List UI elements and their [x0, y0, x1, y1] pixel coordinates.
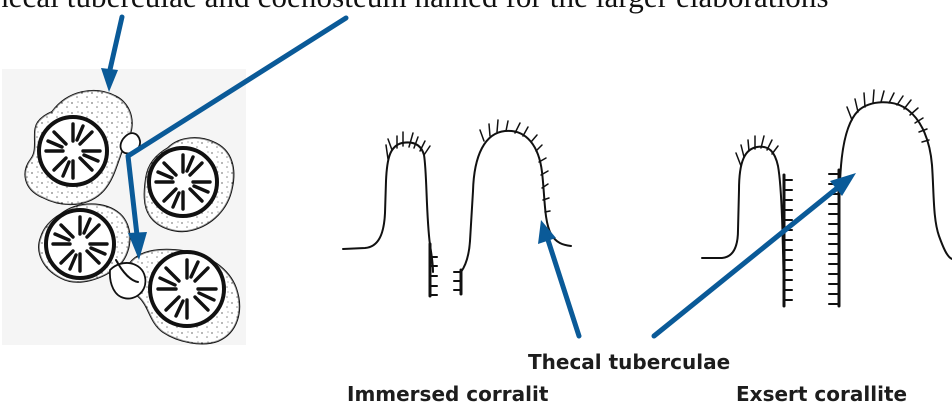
- immersed-corallite-profile: [343, 120, 571, 296]
- exsert-corallite-label: Exsert corallite: [736, 382, 907, 405]
- immersed-corallite-label: Immersed corralit: [347, 382, 548, 405]
- thecal-tuberculae-label: Thecal tuberculae: [528, 350, 730, 374]
